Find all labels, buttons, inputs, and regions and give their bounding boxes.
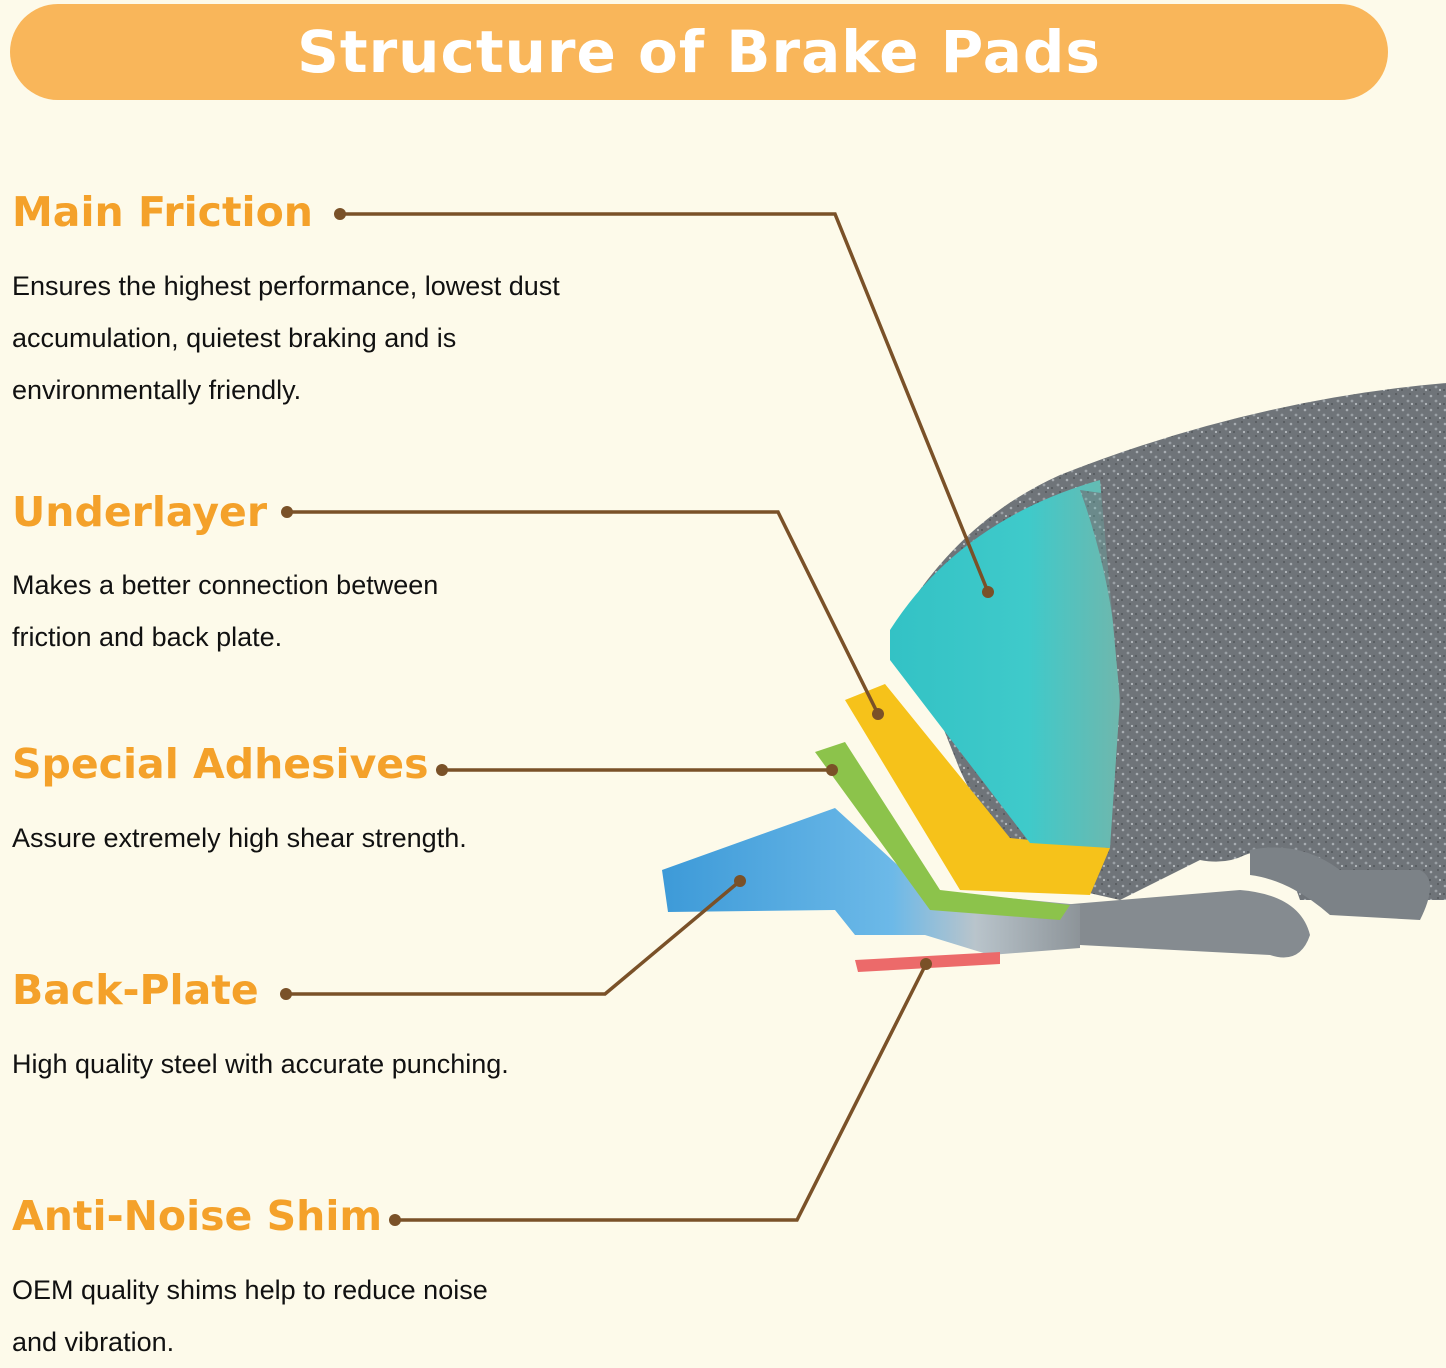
description-line: Assure extremely high shear strength. [12, 823, 467, 853]
description-line: Ensures the highest performance, lowest … [12, 271, 560, 301]
page-title: Structure of Brake Pads [297, 18, 1101, 86]
leader-dot [920, 958, 932, 970]
back-plate-right [1060, 890, 1310, 958]
leader-dot [334, 208, 346, 220]
leader-dot [436, 764, 448, 776]
leader-dot [826, 764, 838, 776]
friction-texture-overlay [1080, 490, 1150, 850]
leader-dot [281, 506, 293, 518]
leader-line-underlayer [287, 510, 880, 715]
leader-dot [389, 1214, 401, 1226]
adhesive-layer-shape [815, 742, 1070, 920]
title-banner: Structure of Brake Pads [10, 4, 1388, 100]
leader-line-main-friction [340, 212, 990, 593]
back-plate-heading: Back-Plate [12, 966, 259, 1014]
back-plate-far-right [1250, 847, 1430, 920]
leader-line-anti-noise-shim [395, 963, 928, 1222]
leader-dot [982, 586, 994, 598]
anti-noise-shim-heading: Anti-Noise Shim [12, 1192, 383, 1240]
description-line: accumulation, quietest braking and is [12, 323, 457, 353]
main-friction-heading: Main Friction [12, 188, 313, 236]
description-line: and vibration. [12, 1327, 175, 1357]
back-plate-shape [662, 808, 1080, 955]
description-line: OEM quality shims help to reduce noise [12, 1275, 488, 1305]
anti-noise-shim-description: OEM quality shims help to reduce noise a… [12, 1264, 488, 1368]
leader-dot [872, 708, 884, 720]
back-plate-description: High quality steel with accurate punchin… [12, 1038, 509, 1090]
description-line: Makes a better connection between [12, 570, 439, 600]
leader-line-back-plate [286, 879, 742, 996]
leader-dot [734, 875, 746, 887]
leader-dot [280, 988, 292, 1000]
underlayer-description: Makes a better connection between fricti… [12, 559, 438, 663]
special-adhesives-description: Assure extremely high shear strength. [12, 812, 467, 864]
main-friction-description: Ensures the highest performance, lowest … [12, 260, 560, 416]
description-line: environmentally friendly. [12, 375, 302, 405]
special-adhesives-heading: Special Adhesives [12, 740, 429, 788]
description-line: High quality steel with accurate punchin… [12, 1049, 509, 1079]
underlayer-heading: Underlayer [12, 488, 268, 536]
main-friction-shape [890, 480, 1120, 848]
description-line: friction and back plate. [12, 622, 283, 652]
